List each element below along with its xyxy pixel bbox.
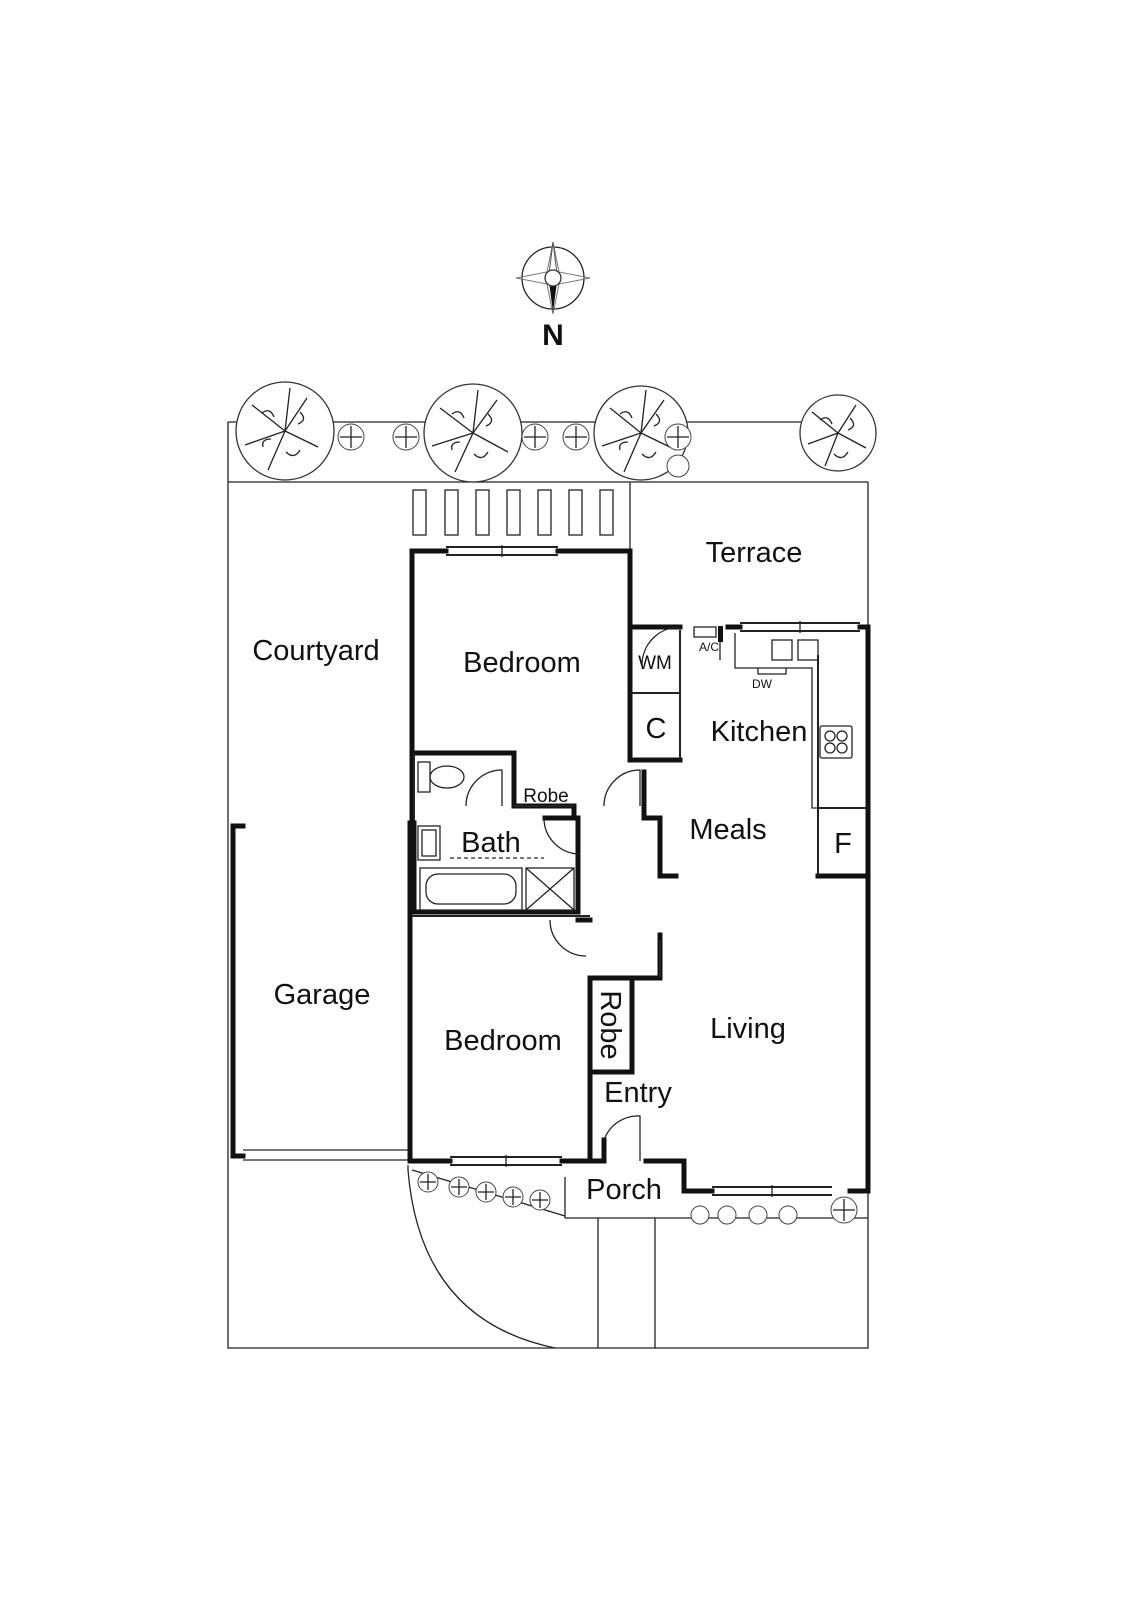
- shower-icon: [525, 867, 575, 911]
- window: [740, 621, 860, 633]
- compass-icon: [515, 241, 591, 315]
- shrub-icon: [337, 423, 692, 478]
- tree-icon: [235, 381, 335, 481]
- ac-label: A/C: [699, 640, 719, 654]
- courtyard-label: Courtyard: [252, 635, 379, 667]
- wm-label: WM: [638, 653, 672, 674]
- bath-label: Bath: [461, 827, 521, 859]
- robe-north-label: Robe: [523, 786, 568, 807]
- bathtub-icon: [419, 867, 523, 911]
- pavers: [412, 489, 614, 536]
- house-walls: [230, 545, 871, 1197]
- robe-south-label: Robe: [594, 990, 626, 1059]
- interior-walls: [409, 624, 871, 1164]
- kitchen-bench: [734, 633, 860, 809]
- meals-label: Meals: [689, 814, 766, 846]
- kitchen-label: Kitchen: [711, 716, 808, 748]
- living-label: Living: [710, 1013, 786, 1045]
- porch-label: Porch: [586, 1174, 662, 1206]
- toilet-icon: [417, 761, 465, 793]
- bedroom-south-label: Bedroom: [444, 1025, 562, 1057]
- dw-label: DW: [752, 677, 773, 691]
- fridge-label: F: [834, 828, 852, 860]
- cooktop-icon: [819, 725, 853, 759]
- ac-unit-icon: [693, 626, 723, 660]
- bedroom-north-label: Bedroom: [463, 647, 581, 679]
- shrub-icon: [417, 1171, 858, 1225]
- sink-icon: [771, 639, 819, 661]
- entry-label: Entry: [604, 1077, 672, 1109]
- cupboard-label: C: [646, 713, 667, 745]
- compass-north-label: N: [542, 319, 564, 352]
- door-swings: [465, 626, 681, 1161]
- garage-label: Garage: [274, 979, 371, 1011]
- tree-icon: [799, 394, 877, 472]
- window: [446, 545, 558, 557]
- terrace-label: Terrace: [706, 537, 803, 569]
- window: [712, 1185, 832, 1197]
- vanity-icon: [417, 825, 544, 861]
- tree-icon: [423, 383, 523, 483]
- window: [450, 1155, 562, 1167]
